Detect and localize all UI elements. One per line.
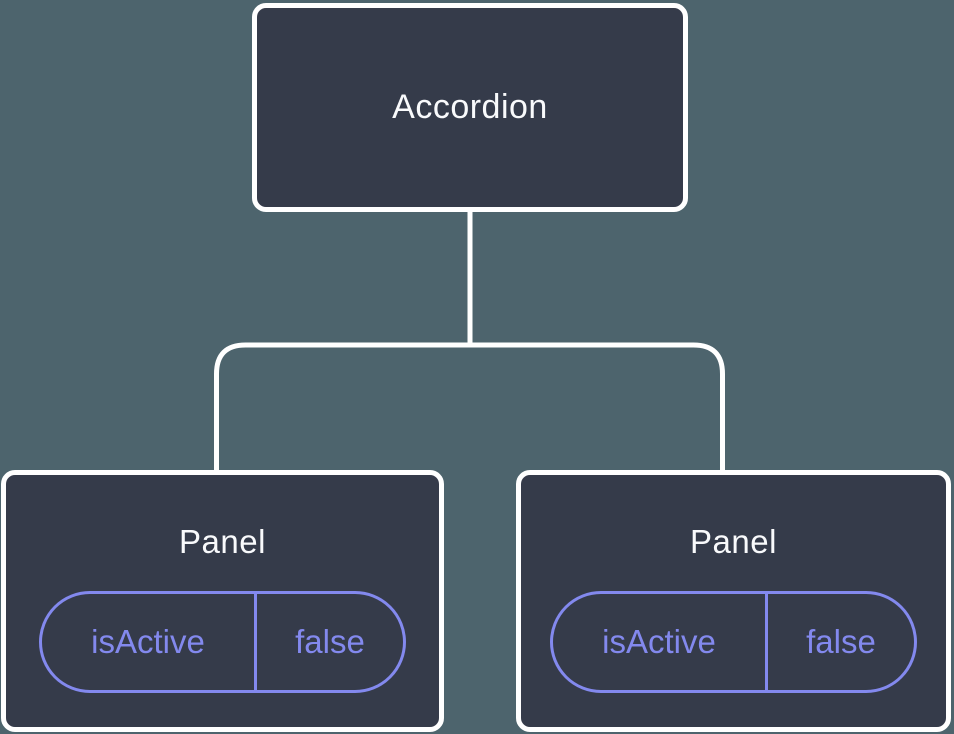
state-key-label-2: isActive — [553, 594, 768, 690]
state-key-label-1: isActive — [42, 594, 257, 690]
panel-node-1: Panel isActive false — [1, 470, 444, 732]
state-value-label-1: false — [295, 623, 365, 660]
state-value-label-2: false — [806, 623, 876, 660]
state-pill-2: isActive false — [550, 591, 917, 693]
panel-node-1-label: Panel — [179, 523, 266, 560]
state-pill-1: isActive false — [39, 591, 406, 693]
accordion-node: Accordion — [252, 3, 688, 212]
panel-node-2: Panel isActive false — [516, 470, 951, 732]
accordion-node-label: Accordion — [392, 88, 548, 126]
connector-bracket — [214, 342, 725, 470]
panel-node-2-label: Panel — [690, 523, 777, 560]
